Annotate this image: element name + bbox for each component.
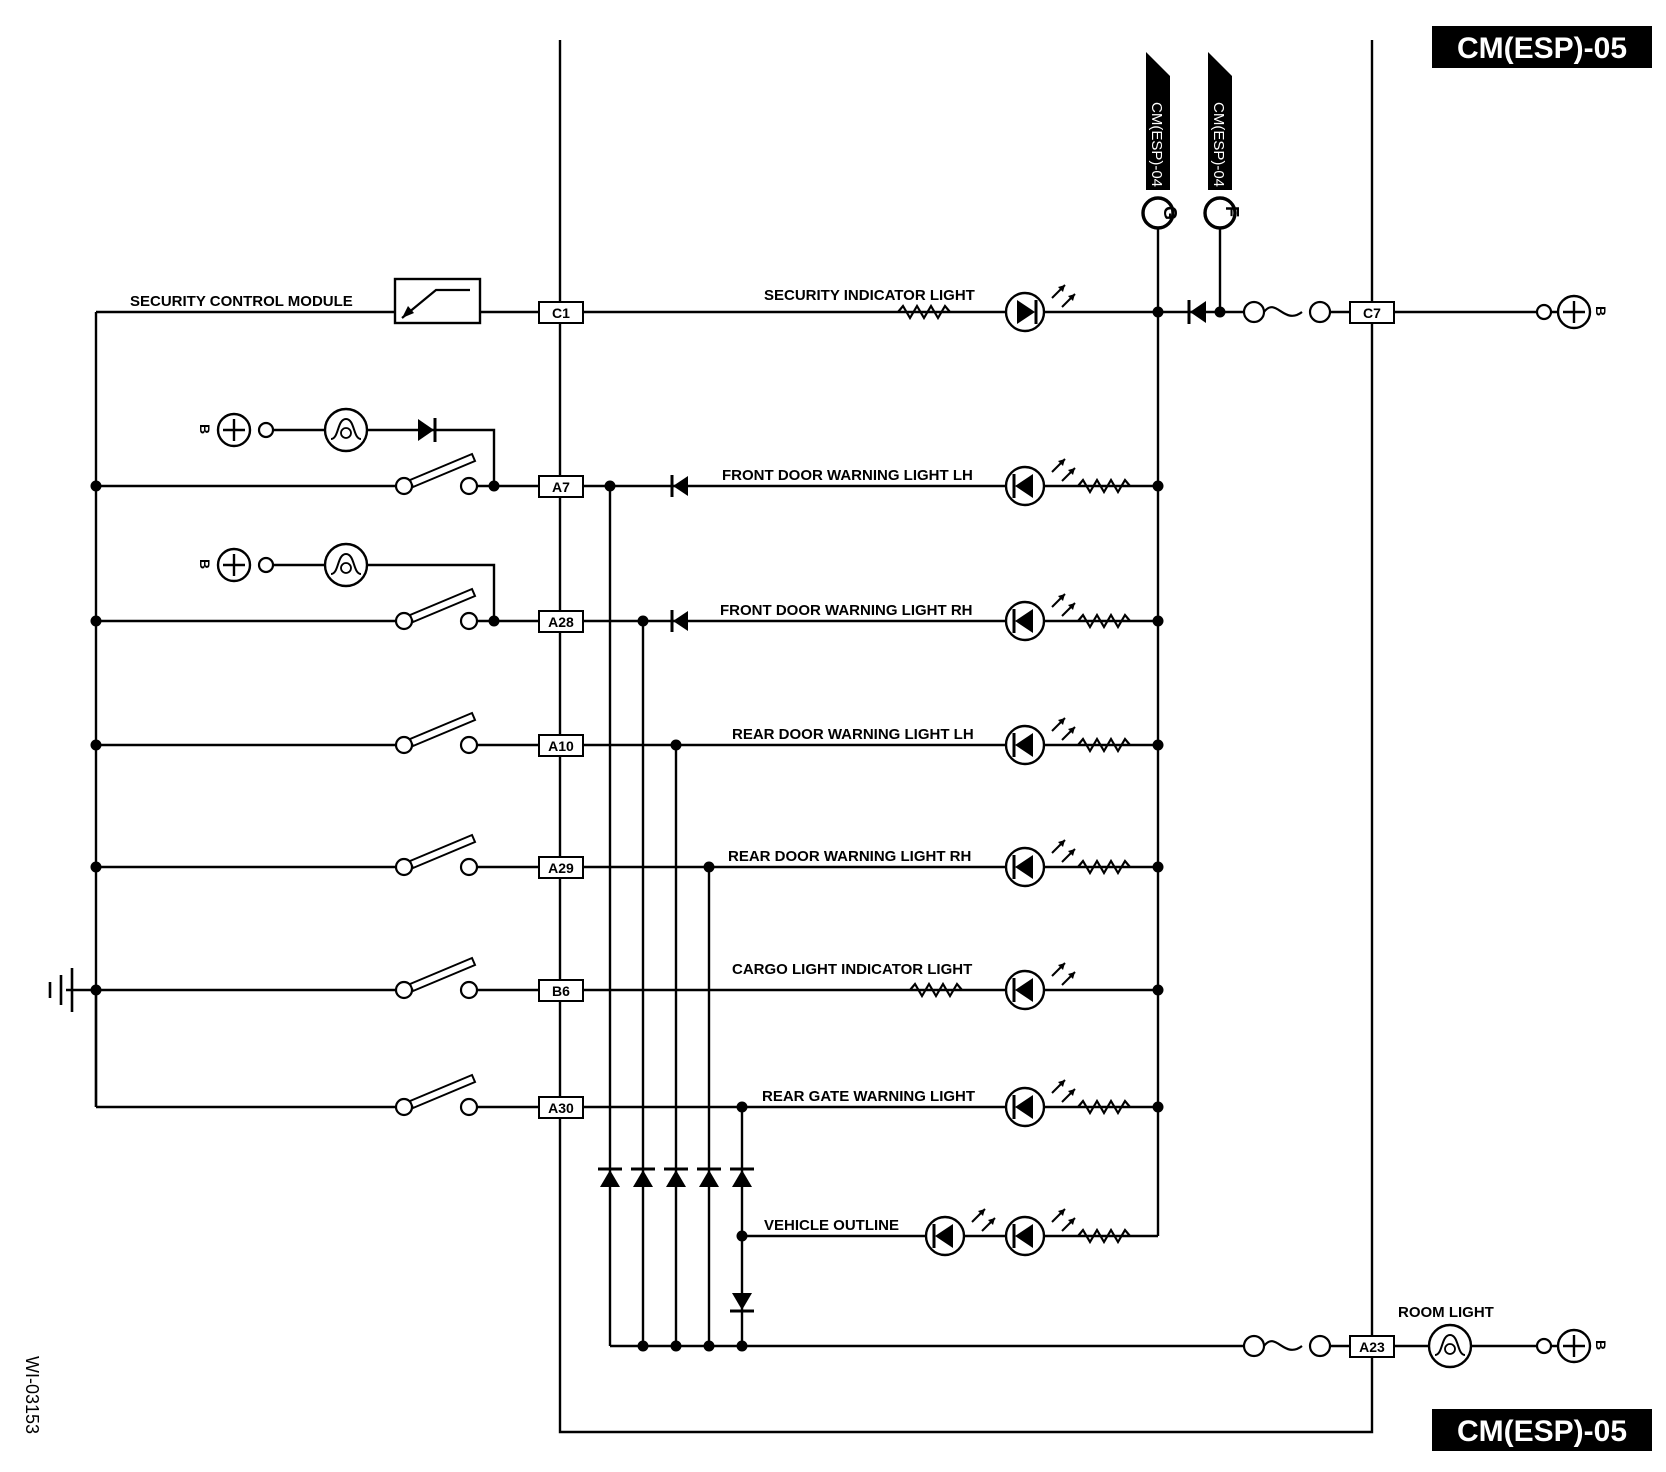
svg-text:FRONT DOOR WARNING LIGHT RH: FRONT DOOR WARNING LIGHT RH <box>720 602 972 619</box>
connector-a7: A7 <box>538 475 584 498</box>
drawing-number: WI-03153 <box>22 1356 42 1434</box>
svg-text:A10: A10 <box>548 738 574 754</box>
vehicle-outline-lights: VEHICLE OUTLINE <box>764 1207 1132 1257</box>
svg-text:B: B <box>1593 306 1609 316</box>
connector-c7: C7 <box>1349 301 1395 324</box>
svg-text:A29: A29 <box>548 860 574 876</box>
connector-a29: A29 <box>538 856 584 879</box>
diagram-code-badge-bottom: CM(ESP)-05 <box>1432 1409 1652 1451</box>
rear-gate-warning-light: REAR GATE WARNING LIGHT <box>762 1078 1132 1128</box>
diagram-code-badge-top: CM(ESP)-05 <box>1432 26 1652 68</box>
svg-text:A23: A23 <box>1359 1339 1385 1355</box>
diodes <box>598 300 1206 1313</box>
battery-feed-right-bottom: B <box>1535 1328 1609 1364</box>
reference-tab-f: CM(ESP)-04 F <box>1203 52 1242 230</box>
rear-door-warning-light-lh: REAR DOOR WARNING LIGHT LH <box>732 716 1132 766</box>
svg-text:A28: A28 <box>548 614 574 630</box>
svg-text:ROOM LIGHT: ROOM LIGHT <box>1398 1304 1494 1321</box>
svg-text:A30: A30 <box>548 1100 574 1116</box>
junction-dots <box>90 306 1226 1352</box>
svg-text:B6: B6 <box>552 983 570 999</box>
connector-a30: A30 <box>538 1096 584 1119</box>
door-switches <box>394 452 479 1117</box>
reference-terminal-f: F <box>1222 206 1242 217</box>
diagram-code-top: CM(ESP)-05 <box>1457 32 1627 65</box>
battery-feed-right-top: B <box>1535 294 1609 330</box>
front-door-warning-light-rh: FRONT DOOR WARNING LIGHT RH <box>720 592 1132 642</box>
fuse-room-light <box>1242 1334 1332 1358</box>
reference-code-f: CM(ESP)-04 <box>1210 102 1227 187</box>
module-label: SECURITY CONTROL MODULE <box>130 293 353 310</box>
security-indicator-light: SECURITY INDICATOR LIGHT <box>764 283 1077 333</box>
connector-a10: A10 <box>538 734 584 757</box>
connector-c1: C1 <box>538 301 584 324</box>
svg-text:REAR DOOR WARNING LIGHT LH: REAR DOOR WARNING LIGHT LH <box>732 726 974 743</box>
battery-feed-2: B <box>197 542 369 588</box>
svg-text:REAR GATE WARNING LIGHT: REAR GATE WARNING LIGHT <box>762 1088 975 1105</box>
rear-door-warning-light-rh: REAR DOOR WARNING LIGHT RH <box>728 838 1132 888</box>
reference-code-g: CM(ESP)-04 <box>1148 102 1165 187</box>
svg-text:SECURITY INDICATOR LIGHT: SECURITY INDICATOR LIGHT <box>764 287 975 304</box>
svg-text:CARGO LIGHT INDICATOR LIGHT: CARGO LIGHT INDICATOR LIGHT <box>732 961 972 978</box>
svg-text:B: B <box>1593 1340 1609 1350</box>
front-door-warning-light-lh: FRONT DOOR WARNING LIGHT LH <box>722 457 1132 507</box>
connectors: C1 A7 A28 A10 A29 B6 A30 C7 <box>538 301 1395 1358</box>
battery-feed-1: B <box>197 407 437 453</box>
diagram-code-bottom: CM(ESP)-05 <box>1457 1415 1627 1448</box>
connector-a23: A23 <box>1349 1335 1395 1358</box>
ground-symbol <box>48 968 74 1012</box>
svg-text:A7: A7 <box>552 479 570 495</box>
cargo-light-indicator-light: CARGO LIGHT INDICATOR LIGHT <box>732 961 1077 1011</box>
svg-text:B: B <box>197 424 213 434</box>
fuse-security <box>1242 300 1332 324</box>
connector-b6: B6 <box>538 979 584 1002</box>
svg-text:C7: C7 <box>1363 305 1381 321</box>
connector-a28: A28 <box>538 610 584 633</box>
reference-terminal-g: G <box>1160 206 1180 220</box>
svg-text:C1: C1 <box>552 305 570 321</box>
reference-tab-g: CM(ESP)-04 G <box>1141 52 1180 230</box>
svg-text:VEHICLE OUTLINE: VEHICLE OUTLINE <box>764 1217 899 1234</box>
svg-text:FRONT DOOR WARNING LIGHT LH: FRONT DOOR WARNING LIGHT LH <box>722 467 973 484</box>
security-control-module: SECURITY CONTROL MODULE <box>130 277 482 325</box>
svg-text:B: B <box>197 559 213 569</box>
room-light: ROOM LIGHT <box>1398 1304 1494 1369</box>
svg-text:REAR DOOR WARNING LIGHT RH: REAR DOOR WARNING LIGHT RH <box>728 848 971 865</box>
